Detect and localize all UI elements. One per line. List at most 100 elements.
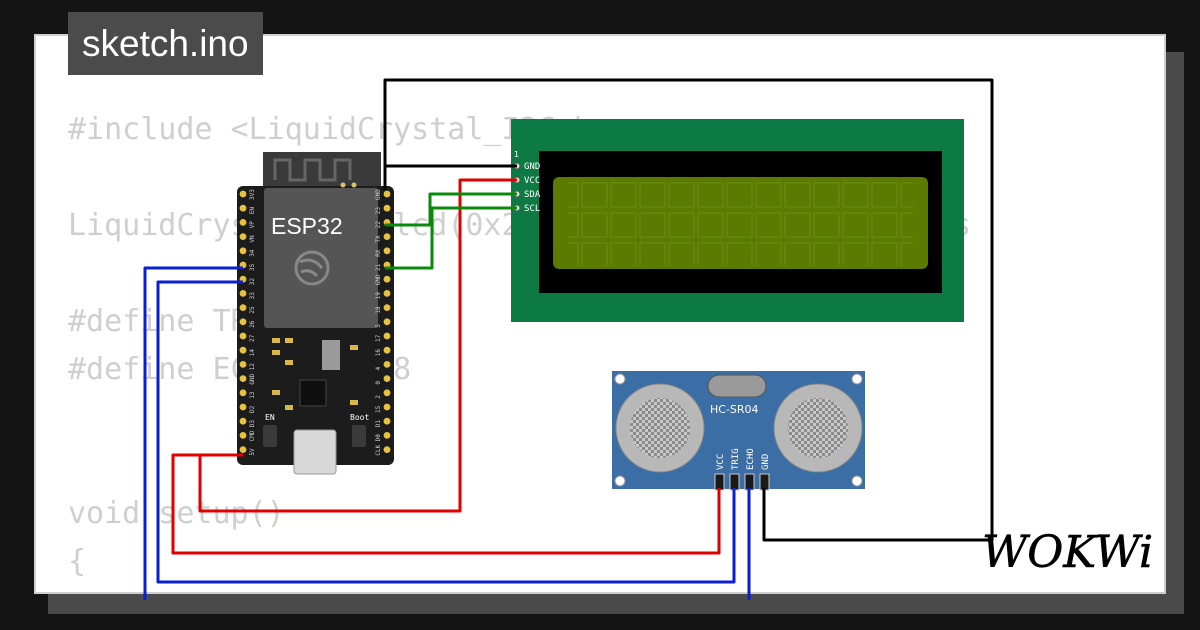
esp32-left-pin-label-0: 3V3 bbox=[249, 189, 256, 200]
espressif-logo-swirl bbox=[299, 258, 324, 278]
espressif-logo-icon bbox=[294, 250, 330, 286]
wires bbox=[143, 78, 994, 600]
esp32-left-pin-11[interactable] bbox=[239, 346, 247, 354]
esp32-right-pin-1[interactable] bbox=[383, 204, 391, 212]
esp32-right-pin-label-12: 4 bbox=[375, 366, 382, 370]
esp32-right-pin-14[interactable] bbox=[383, 389, 391, 397]
wire-vcc-sensor[interactable] bbox=[171, 453, 721, 555]
esp32-right-pin-label-2: 22 bbox=[375, 221, 382, 229]
esp32-right-pin-6[interactable] bbox=[383, 275, 391, 283]
esp32-right-pin-11[interactable] bbox=[383, 346, 391, 354]
esp32-right-pin-15[interactable] bbox=[383, 403, 391, 411]
wire-trig-sensor[interactable] bbox=[156, 280, 736, 584]
esp-chip bbox=[299, 379, 327, 407]
smd-comp-2 bbox=[285, 338, 293, 343]
code-line-9: void setup() bbox=[68, 496, 285, 531]
lcd-pin-label-vcc: VCC bbox=[524, 176, 540, 186]
mount-hole-tl bbox=[614, 373, 626, 385]
esp32-left-pin-label-12: 12 bbox=[249, 363, 256, 371]
esp32-right-pin-8[interactable] bbox=[383, 304, 391, 311]
smd-comp-6 bbox=[350, 400, 358, 405]
sensor-pin-echo[interactable] bbox=[744, 473, 755, 491]
usb-port[interactable] bbox=[293, 429, 337, 475]
lcd-pin-label-sda: SDA bbox=[524, 190, 541, 200]
esp32-right-pin-17[interactable] bbox=[383, 432, 391, 439]
esp32-left-pin-label-2: VP bbox=[249, 221, 256, 229]
esp32-right-pin-7[interactable] bbox=[383, 290, 391, 297]
esp32-left-pin-10[interactable] bbox=[239, 332, 247, 340]
esp32-left-pin-12[interactable] bbox=[239, 361, 247, 368]
esp32-left-pin-label-13: GND bbox=[249, 373, 256, 384]
esp32-left-pin-label-18: 5V bbox=[249, 448, 256, 456]
wire-gnd-lcd[interactable] bbox=[383, 164, 517, 190]
esp32-left-pin-18[interactable] bbox=[239, 446, 247, 453]
wire-sda-lcd[interactable] bbox=[385, 192, 517, 227]
esp32-right-pin-label-7: 19 bbox=[375, 292, 382, 300]
hc-sr04-sensor[interactable]: HC-SR04 VCC TRIG ECHO GND bbox=[612, 371, 865, 491]
esp32-right-pin-12[interactable] bbox=[383, 361, 391, 368]
esp32-right-pin-label-13: 0 bbox=[375, 381, 382, 385]
sensor-pin-trig[interactable] bbox=[729, 473, 740, 491]
esp32-left-pin-16[interactable] bbox=[239, 417, 247, 425]
smd-comp-8 bbox=[285, 405, 293, 410]
esp32-left-pin-7[interactable] bbox=[239, 290, 247, 297]
wire-gnd-sensor[interactable] bbox=[762, 488, 990, 542]
esp32-left-pin-label-5: 35 bbox=[249, 263, 256, 271]
antenna-trace bbox=[273, 158, 352, 182]
esp32-right-pin-13[interactable] bbox=[383, 375, 391, 382]
smd-comp-3 bbox=[272, 350, 280, 355]
code-line-10: { bbox=[68, 544, 87, 579]
esp32-left-pin-4[interactable] bbox=[239, 247, 247, 255]
mount-hole-tr bbox=[851, 373, 863, 385]
esp32-right-pin-18[interactable] bbox=[383, 446, 391, 453]
esp32-module bbox=[264, 188, 378, 328]
esp32-left-pin-label-17: CMD bbox=[249, 430, 256, 441]
esp32-antenna bbox=[263, 152, 381, 190]
esp32-left-pin-label-14: 13 bbox=[249, 391, 256, 399]
smd-comp-4 bbox=[285, 360, 293, 365]
esp32-right-pin-label-8: 18 bbox=[375, 306, 382, 314]
wire-echo-sensor[interactable] bbox=[143, 266, 751, 600]
esp32-left-pin-label-8: 25 bbox=[249, 306, 256, 314]
smd-comp-7 bbox=[272, 390, 280, 395]
esp32-right-pin-label-5: 21 bbox=[375, 263, 382, 271]
esp32-left-pin-label-7: 33 bbox=[249, 292, 256, 300]
esp32-right-pin-16[interactable] bbox=[383, 417, 391, 425]
sketch-file-tab[interactable]: sketch.ino bbox=[68, 12, 263, 75]
esp32-left-pin-9[interactable] bbox=[239, 318, 247, 326]
esp32-left-pin-2[interactable] bbox=[239, 219, 247, 226]
esp32-left-pin-label-15: D2 bbox=[249, 405, 256, 413]
esp32-left-pin-17[interactable] bbox=[239, 432, 247, 439]
esp32-board[interactable]: ESP32 EN Boot 3V3ENVPVN34353233252627141… bbox=[237, 152, 394, 475]
esp32-right-pin-label-11: 16 bbox=[375, 349, 382, 357]
module-led-2 bbox=[351, 182, 357, 188]
esp32-right-pin-9[interactable] bbox=[383, 318, 391, 326]
esp32-right-pin-3[interactable] bbox=[383, 233, 391, 241]
esp32-right-pin-4[interactable] bbox=[383, 247, 391, 255]
wire-scl-lcd[interactable] bbox=[385, 206, 517, 270]
wire-gnd-lcd-top[interactable] bbox=[383, 78, 994, 542]
en-button[interactable] bbox=[263, 425, 277, 447]
esp32-right-pin-10[interactable] bbox=[383, 332, 391, 340]
sensor-pin-gnd[interactable] bbox=[759, 473, 770, 491]
sensor-pin-vcc[interactable] bbox=[714, 473, 725, 491]
esp32-right-pin-0[interactable] bbox=[383, 190, 391, 198]
esp32-left-pin-15[interactable] bbox=[239, 403, 247, 411]
esp32-right-pin-label-3: TX bbox=[375, 235, 382, 243]
transducer-left-mesh bbox=[630, 398, 690, 458]
esp32-left-pin-1[interactable] bbox=[239, 204, 247, 212]
esp32-left-pin-label-9: 26 bbox=[249, 320, 256, 328]
esp32-left-pin-0[interactable] bbox=[239, 190, 247, 198]
lcd-display[interactable]: 1 GND VCC SDA SCL bbox=[511, 119, 964, 322]
lcd-pin-label-gnd: GND bbox=[524, 162, 540, 172]
wokwi-logo: WOKWi bbox=[982, 527, 1154, 579]
esp32-right-pin-label-1: 23 bbox=[375, 207, 382, 215]
boot-button[interactable] bbox=[352, 425, 366, 447]
sensor-label: HC-SR04 bbox=[710, 403, 759, 416]
esp32-right-pin-label-0: GND bbox=[375, 189, 382, 200]
esp32-left-pin-13[interactable] bbox=[239, 375, 247, 382]
esp32-left-pin-3[interactable] bbox=[239, 233, 247, 241]
lcd-character-cells bbox=[568, 181, 913, 266]
esp32-left-pin-8[interactable] bbox=[239, 304, 247, 311]
esp32-left-pin-14[interactable] bbox=[239, 389, 247, 397]
